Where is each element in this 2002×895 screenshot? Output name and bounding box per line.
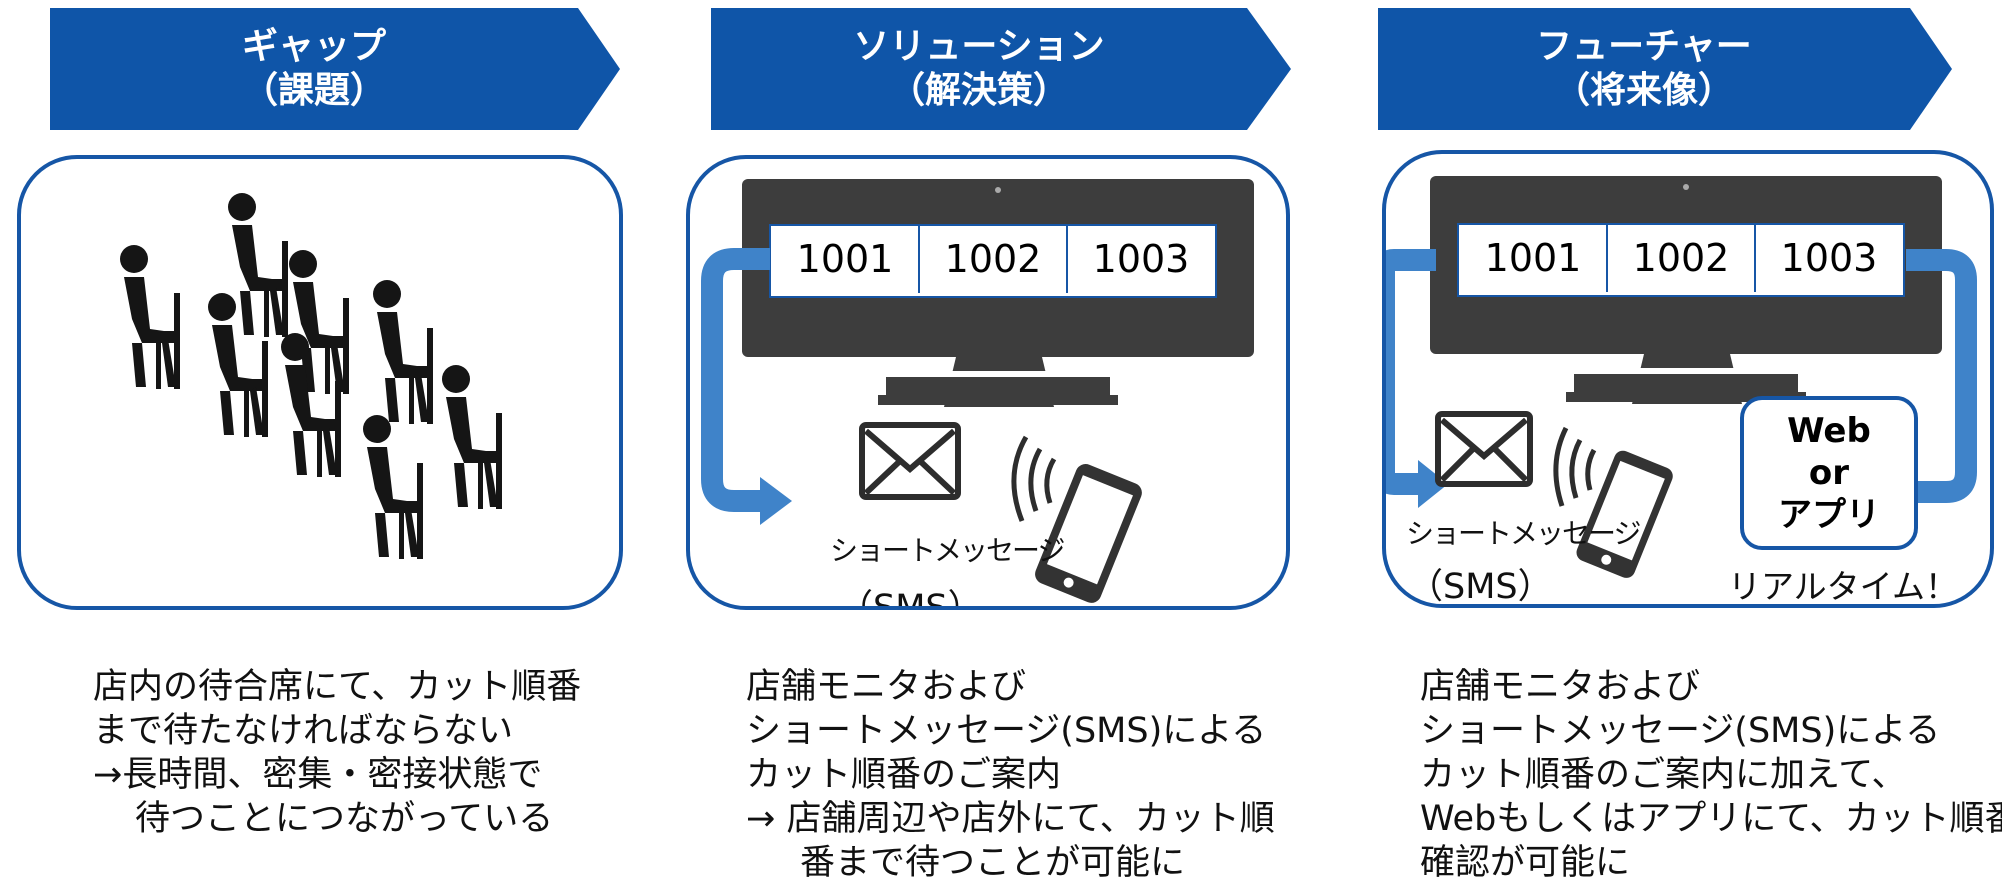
ticket-number: 1001 (1460, 224, 1608, 292)
arrow-icon (1386, 249, 1436, 495)
person-icon (228, 193, 288, 337)
or-label: or (1808, 453, 1850, 493)
description-future: 店舗モニタおよび ショートメッセージ(SMS)による カット順番のご案内に加えて… (1420, 665, 2002, 885)
envelope-icon (1435, 411, 1533, 487)
sms-label: ショートメッセージ (1406, 517, 1641, 550)
person-icon (373, 280, 433, 424)
desc-line: ショートメッセージ(SMS)による (746, 711, 1267, 751)
desc-line: 店舗モニタおよび (746, 667, 1027, 707)
banner-solution-title: ソリューション (853, 26, 1105, 67)
desc-line: 待つことにつながっている (135, 799, 554, 839)
banner-gap-title: ギャップ (241, 26, 386, 67)
app-label: アプリ (1778, 495, 1880, 535)
banner-gap: ギャップ （課題） (50, 8, 620, 130)
arrow-icon (1906, 249, 1977, 503)
desc-line: 店舗モニタおよび (1420, 667, 1701, 707)
banner-gap-text: ギャップ （課題） (50, 8, 578, 130)
person-icon (363, 415, 423, 559)
web-or-app-box: Web or アプリ (1740, 396, 1918, 550)
banner-future-subtitle: （将来像） (1553, 70, 1734, 111)
description-gap: 店内の待合席にて、カット順番 まで待たなければならない →長時間、密集・密接状態… (93, 665, 581, 841)
web-label: Web (1787, 411, 1871, 451)
banner-future-text: フューチャー （将来像） (1378, 8, 1910, 130)
banner-arrow-shape (711, 8, 1291, 130)
ticket-number: 1002 (920, 225, 1068, 293)
envelope-icon (859, 422, 961, 500)
panel-gap (17, 155, 623, 610)
banner-arrow-shape (1378, 8, 1952, 130)
desc-line: 確認が可能に (1420, 843, 1631, 883)
signal-waves-icon (1011, 435, 1057, 522)
ticket-number: 1003 (1780, 236, 1878, 280)
signal-waves-icon (1553, 426, 1597, 507)
banner-solution: ソリューション （解決策） (711, 8, 1291, 130)
smartphone-icon (1035, 464, 1142, 603)
person-icon (442, 365, 502, 509)
banner-solution-subtitle: （解決策） (888, 70, 1069, 111)
ticket-number: 1002 (1608, 224, 1756, 292)
banner-future: フューチャー （将来像） (1378, 8, 1952, 130)
banner-future-title: フューチャー (1536, 26, 1752, 67)
desc-line: カット順番のご案内に加えて、 (1420, 755, 1907, 795)
sms-abbr: （SMS） (838, 588, 983, 610)
description-solution: 店舗モニタおよび ショートメッセージ(SMS)による カット順番のご案内 → 店… (746, 665, 1275, 885)
desc-line: 店内の待合席にて、カット順番 (93, 667, 582, 707)
monitor-illustration (1386, 176, 1977, 578)
monitor-screen: 1001 1002 1003 (770, 225, 1216, 297)
banner-gap-subtitle: （課題） (241, 70, 386, 111)
panel-solution: 1001 1002 1003 ショートメッセージ （SMS） (686, 155, 1290, 610)
column-gap: ギャップ （課題） (0, 0, 660, 895)
panel-future: 1001 1002 1003 Web or アプリ ショートメッセージ （SMS… (1382, 150, 1994, 608)
desc-line: →長時間、密集・密接状態で (93, 755, 543, 795)
banner-solution-text: ソリューション （解決策） (711, 8, 1247, 130)
monitor-illustration (701, 179, 1254, 603)
arrow-icon (701, 248, 770, 512)
monitor-screen: 1001 1002 1003 (1458, 224, 1904, 296)
ticket-number: 1003 (1092, 237, 1190, 281)
desc-line: Webもしくはアプリにて、カット順番の (1420, 799, 2002, 839)
sms-label: ショートメッセージ (830, 534, 1065, 567)
column-future: フューチャー （将来像） (1330, 0, 2002, 895)
desc-line: ショートメッセージ(SMS)による (1420, 711, 1941, 751)
person-icon (208, 293, 268, 437)
sms-abbr: （SMS） (1408, 567, 1553, 607)
desc-line: まで待たなければならない (93, 711, 514, 751)
desc-line: カット順番のご案内 (746, 755, 1062, 795)
banner-arrow-shape (50, 8, 620, 130)
smartphone-icon (1576, 450, 1673, 578)
desc-line: → 店舗周辺や店外にて、カット順 (746, 799, 1275, 839)
realtime-label: リアルタイム！ (1728, 567, 1959, 606)
column-solution: ソリューション （解決策） (660, 0, 1330, 895)
person-icon (120, 245, 180, 389)
desc-line: 番まで待つことが可能に (800, 843, 1186, 883)
ticket-number: 1001 (772, 225, 920, 293)
waiting-people-illustration (120, 193, 502, 559)
